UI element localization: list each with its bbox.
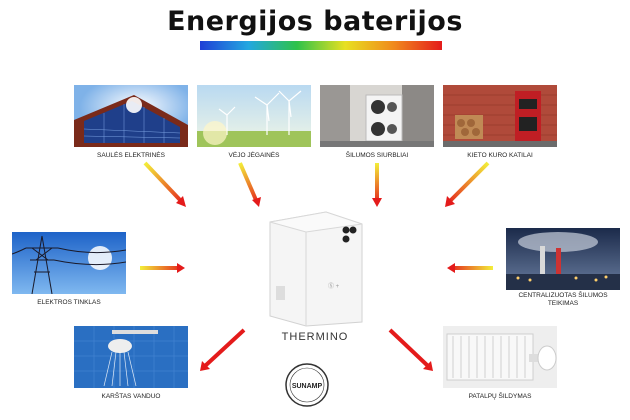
arrow-wind [240, 163, 256, 200]
wind-label: VĖJO JĖGAINĖS [197, 152, 311, 160]
grid-label: ELEKTROS TINKLAS [12, 299, 126, 307]
district-heating-photo [506, 228, 620, 290]
solid-fuel-boiler-photo [443, 85, 557, 147]
thermino-battery-unit: Ⓢ + [264, 208, 366, 328]
radiator-photo [443, 326, 557, 388]
boiler-label: KIETO KURO KATILAI [443, 152, 557, 160]
arrow-solar [145, 163, 181, 201]
heat-pump-photo [320, 85, 434, 147]
unit-mini-brand: Ⓢ + [328, 282, 340, 290]
shower-photo [74, 326, 188, 388]
sunamp-logo-text: SUNAMP [292, 383, 323, 390]
thermino-label: THERMINO [270, 331, 360, 343]
solar-panels-photo [74, 85, 188, 147]
heatpump-label: ŠILUMOS SIURBLIAI [320, 152, 434, 160]
arrow-boiler [450, 163, 488, 201]
solar-label: SAULĖS ELEKTRINĖS [74, 152, 188, 160]
heating-label: PATALPŲ ŠILDYMAS [443, 393, 557, 401]
sunamp-logo: SUNAMP [284, 362, 330, 408]
arrow-hotwater [205, 330, 244, 366]
wind-turbines-photo [197, 85, 311, 147]
hotwater-label: KARŠTAS VANDUO [74, 393, 188, 401]
district-label: CENTRALIZUOTAS ŠILUMOS TEIKIMAS [506, 292, 620, 308]
power-grid-photo [12, 232, 126, 294]
arrow-heating [390, 330, 428, 366]
